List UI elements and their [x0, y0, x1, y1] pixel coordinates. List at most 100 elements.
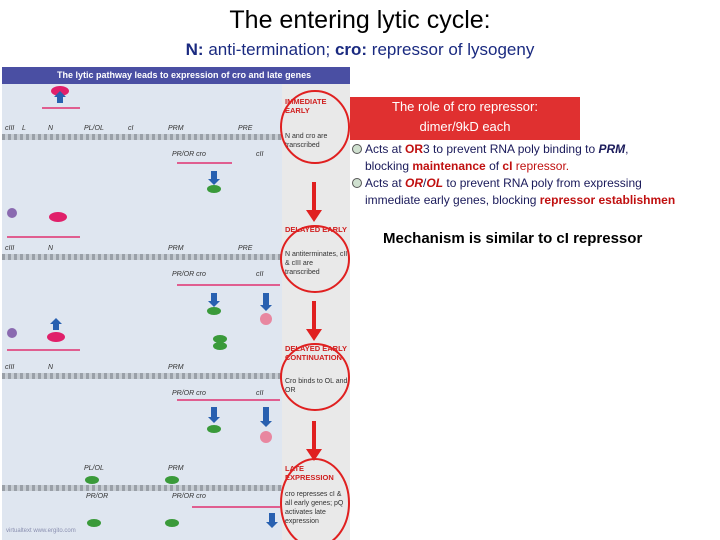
stage-arrow-icon	[306, 182, 322, 222]
gene-label-ci: cI	[128, 125, 134, 132]
bullet-text: to prevent RNA poly from expressing	[443, 176, 642, 190]
gene-label-cii: cII	[256, 151, 264, 158]
down-arrow-icon	[208, 171, 220, 185]
cro-bound-icon	[165, 476, 179, 484]
n-protein-icon	[47, 332, 65, 342]
slide-title: The entering lytic cycle:	[229, 6, 491, 34]
cii-protein-icon	[260, 431, 272, 443]
subtitle-cro-text: repressor of lysogeny	[367, 40, 535, 59]
bullet-ci-term: cI	[502, 159, 513, 173]
gene-label-pr-or-cro: PR/OR cro	[172, 493, 206, 500]
slide-subtitle: N: anti-termination; cro: repressor of l…	[0, 40, 720, 60]
down-arrow-icon	[266, 513, 278, 528]
gene-label-prm: PRM	[168, 465, 184, 472]
cii-protein-icon	[260, 313, 272, 325]
gene-label-pre: PRE	[238, 125, 253, 132]
cro-dimer-icon	[213, 335, 227, 343]
bullet-text: blocking	[365, 159, 413, 173]
cro-protein-icon	[165, 519, 179, 527]
bullet-text: of	[485, 159, 503, 173]
note-late-expression: cro represses cI & all early genes; pQ a…	[285, 491, 344, 525]
callout-line-2: dimer/9kD each	[419, 119, 511, 134]
bullet-ol-term: OL	[426, 176, 444, 190]
gene-label-cii: cII	[256, 390, 264, 397]
bullet-dot-icon	[352, 178, 362, 188]
n-protein-icon	[49, 212, 67, 222]
bullet-list: Acts at OR3 to prevent RNA poly binding …	[352, 141, 720, 209]
callout-line-1: The role of cro repressor:	[392, 99, 538, 114]
bullet-dot-icon	[352, 144, 362, 154]
bullet-item: Acts at OR/OL to prevent RNA poly from e…	[352, 175, 720, 192]
bullet-text: repressor.	[512, 159, 570, 173]
gene-label-l: L	[22, 125, 26, 132]
cro-protein-icon	[207, 185, 221, 193]
dna-strand	[2, 373, 282, 379]
gene-label-pr-or-cro: PR/OR cro	[172, 390, 206, 397]
stage-label-delayed-early: DELAYED EARLY	[285, 225, 347, 234]
bullet-text: /	[423, 176, 427, 190]
bullet-text: 3 to prevent RNA poly binding to	[423, 142, 599, 156]
gene-label-prm: PRM	[168, 245, 184, 252]
down-arrow-icon	[208, 293, 220, 307]
figure-credit: virtualtext www.ergito.com	[6, 528, 76, 534]
gene-label-ciii: cIII	[5, 364, 15, 371]
gene-label-pr-or: PR/OR	[86, 493, 109, 500]
cro-dimer-icon	[213, 342, 227, 350]
stage-label-immediate-early: IMMEDIATE EARLY	[285, 97, 327, 115]
gene-label-pl-ol: PL/OL	[84, 125, 104, 132]
bullet-text: immediate early genes, blocking	[365, 193, 540, 207]
dna-strand	[2, 254, 282, 260]
note-delayed-early-continuation: Cro binds to OL and OR	[285, 378, 348, 394]
subtitle-cro-key: cro:	[334, 40, 368, 59]
bullet-or-term: OR	[405, 142, 424, 156]
gene-label-pre: PRE	[238, 245, 253, 252]
down-arrow-icon	[260, 293, 272, 311]
emphasis-ellipse	[280, 225, 350, 293]
up-arrow-icon	[50, 318, 62, 330]
emphasis-ellipse	[280, 90, 350, 164]
ciii-protein-icon	[7, 208, 17, 218]
dna-strand	[2, 134, 282, 140]
bullet-item: Acts at OR3 to prevent RNA poly binding …	[352, 141, 720, 158]
stage-arrow-icon	[306, 301, 322, 341]
gene-label-pl-ol: PL/OL	[84, 465, 104, 472]
stage-arrow-icon	[306, 421, 322, 461]
bullet-establishment-term: repressor establishmen	[539, 193, 676, 207]
gene-label-ciii: cIII	[5, 245, 15, 252]
gene-label-n: N	[48, 364, 54, 371]
emphasis-ellipse	[280, 458, 350, 540]
cro-bound-icon	[85, 476, 99, 484]
gene-label-pr-or-cro: PR/OR cro	[172, 151, 206, 158]
gene-label-prm: PRM	[168, 364, 184, 371]
bullet-text: Acts at	[365, 142, 406, 156]
bullet-continuation: immediate early genes, blocking represso…	[352, 192, 720, 209]
cro-protein-icon	[207, 425, 221, 433]
note-immediate-early: N and cro are transcribed	[285, 133, 328, 149]
subtitle-n-key: N:	[185, 40, 204, 59]
figure-graphics	[7, 86, 350, 540]
subtitle-n-text: anti-termination;	[203, 40, 335, 59]
cro-protein-icon	[207, 307, 221, 315]
lytic-pathway-figure: The lytic pathway leads to expression of…	[2, 67, 350, 540]
cro-role-callout: The role of cro repressor: dimer/9kD eac…	[350, 97, 580, 140]
note-delayed-early: N antiterminates, cII & cIII are transcr…	[285, 251, 348, 276]
ciii-protein-icon	[7, 328, 17, 338]
bullet-or-term: OR	[405, 176, 424, 190]
dna-strand	[2, 485, 282, 491]
cro-protein-icon	[87, 519, 101, 527]
emphasis-ellipse	[280, 343, 350, 411]
figure-header: The lytic pathway leads to expression of…	[2, 67, 350, 84]
bullet-text: Acts at	[365, 176, 406, 190]
gene-label-n: N	[48, 125, 54, 132]
stage-label-delayed-early-continuation: DELAYED EARLY CONTINUATION	[285, 344, 347, 362]
gene-label-prm: PRM	[168, 125, 184, 132]
down-arrow-icon	[208, 407, 220, 423]
bullet-continuation: blocking maintenance of cI repressor.	[352, 158, 720, 175]
bullet-maintenance-term: maintenance	[412, 159, 486, 173]
down-arrow-icon	[260, 407, 272, 427]
gene-label-ciii: cIII	[5, 125, 15, 132]
gene-label-n: N	[48, 245, 54, 252]
bullet-prm-term: PRM	[598, 142, 626, 156]
mechanism-note: Mechanism is similar to cI repressor	[383, 230, 643, 247]
up-arrow-icon	[54, 91, 66, 103]
